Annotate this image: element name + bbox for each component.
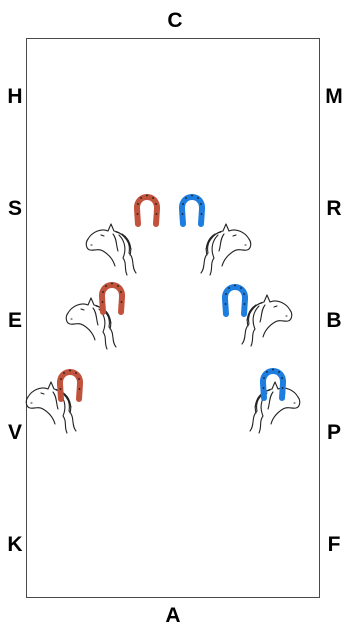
horse-head-icon: [249, 381, 301, 434]
horseshoe-icon: [137, 195, 158, 224]
marker-letter-top: C: [167, 9, 183, 32]
marker-letter-left: E: [7, 309, 22, 332]
dressage-arena: [26, 38, 320, 598]
horse-head-icon: [241, 294, 293, 347]
horseshoe-icon: [60, 370, 81, 399]
horse-head-icon: [25, 381, 77, 434]
marker-letter-left: V: [7, 421, 22, 444]
horseshoe-icon: [102, 283, 123, 312]
marker-letter-right: F: [327, 533, 341, 556]
marker-letter-left: H: [7, 85, 23, 108]
horseshoe-icon: [263, 369, 284, 398]
marker-letter-right: R: [326, 197, 342, 220]
marker-letter-right: M: [325, 85, 343, 108]
horseshoe-icon: [225, 285, 246, 314]
marker-letter-left: K: [7, 533, 23, 556]
horse-head-icon: [65, 297, 117, 350]
marker-letter-right: P: [326, 421, 341, 444]
marker-letter-left: S: [7, 197, 22, 220]
horse-head-icon: [200, 223, 252, 276]
marker-letter-bottom: A: [165, 604, 181, 627]
marker-letter-right: B: [326, 309, 342, 332]
horseshoe-icon: [182, 195, 203, 224]
horse-head-icon: [85, 223, 137, 276]
